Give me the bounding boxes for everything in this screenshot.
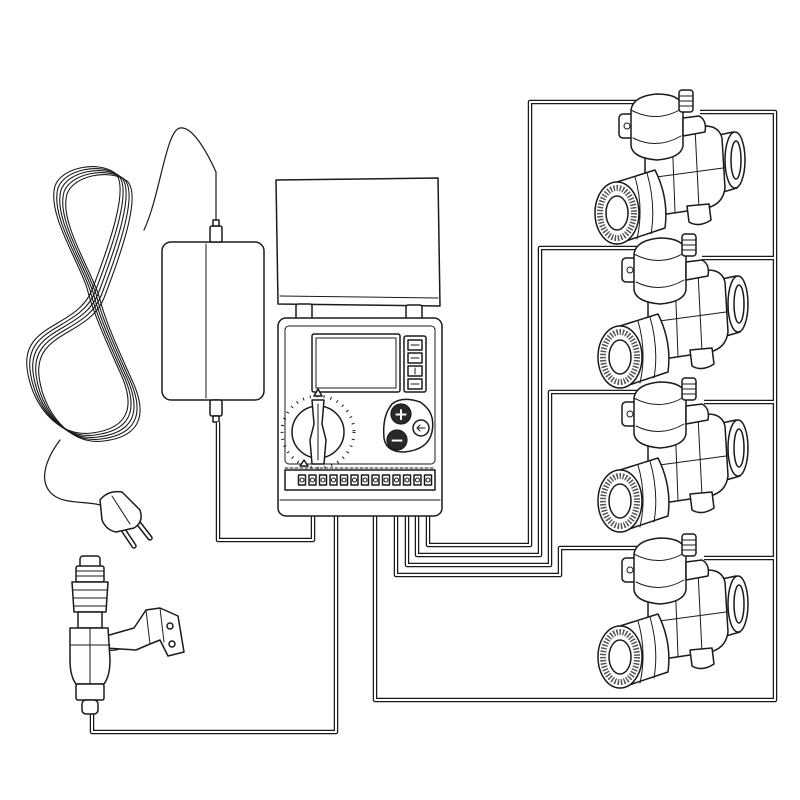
back-arrow-icon <box>416 424 426 432</box>
common-wire <box>372 109 778 703</box>
plus-icon: + <box>394 405 408 425</box>
minus-button[interactable]: − <box>386 429 408 451</box>
controller-lid <box>275 177 441 307</box>
lid-hinges <box>295 303 423 322</box>
terminal-strip <box>279 459 441 501</box>
terminal-screws <box>297 474 433 486</box>
lcd-display <box>311 333 401 393</box>
mounting-bracket <box>105 607 185 657</box>
wall-plug <box>99 490 153 549</box>
rain-sensor <box>69 555 185 715</box>
valve-1-wire <box>425 99 640 548</box>
back-button[interactable] <box>412 419 430 437</box>
irrigation-controller: + − <box>275 177 443 517</box>
power-adapter <box>161 219 265 423</box>
program-dial[interactable] <box>280 388 356 470</box>
adapter-bottom-connector <box>209 399 223 417</box>
indicator-strip <box>403 335 427 393</box>
minus-icon: − <box>390 431 404 451</box>
controller-wiring <box>89 99 778 735</box>
rain-sensor-cable <box>89 512 339 735</box>
adapter-top-connector <box>209 225 223 243</box>
valve-4-wire <box>393 512 642 578</box>
adapter-cable <box>215 422 316 543</box>
plus-button[interactable]: + <box>390 403 412 425</box>
coil-to-adapter-wire <box>143 127 217 231</box>
valve-3-wire <box>404 389 642 568</box>
coil-to-plug-wire <box>44 439 105 507</box>
valve-2-wire <box>414 245 640 558</box>
cable-coil <box>26 166 141 442</box>
controller-face <box>284 325 436 465</box>
coiled-power-cable <box>26 127 217 549</box>
button-cluster: + − <box>382 398 434 453</box>
